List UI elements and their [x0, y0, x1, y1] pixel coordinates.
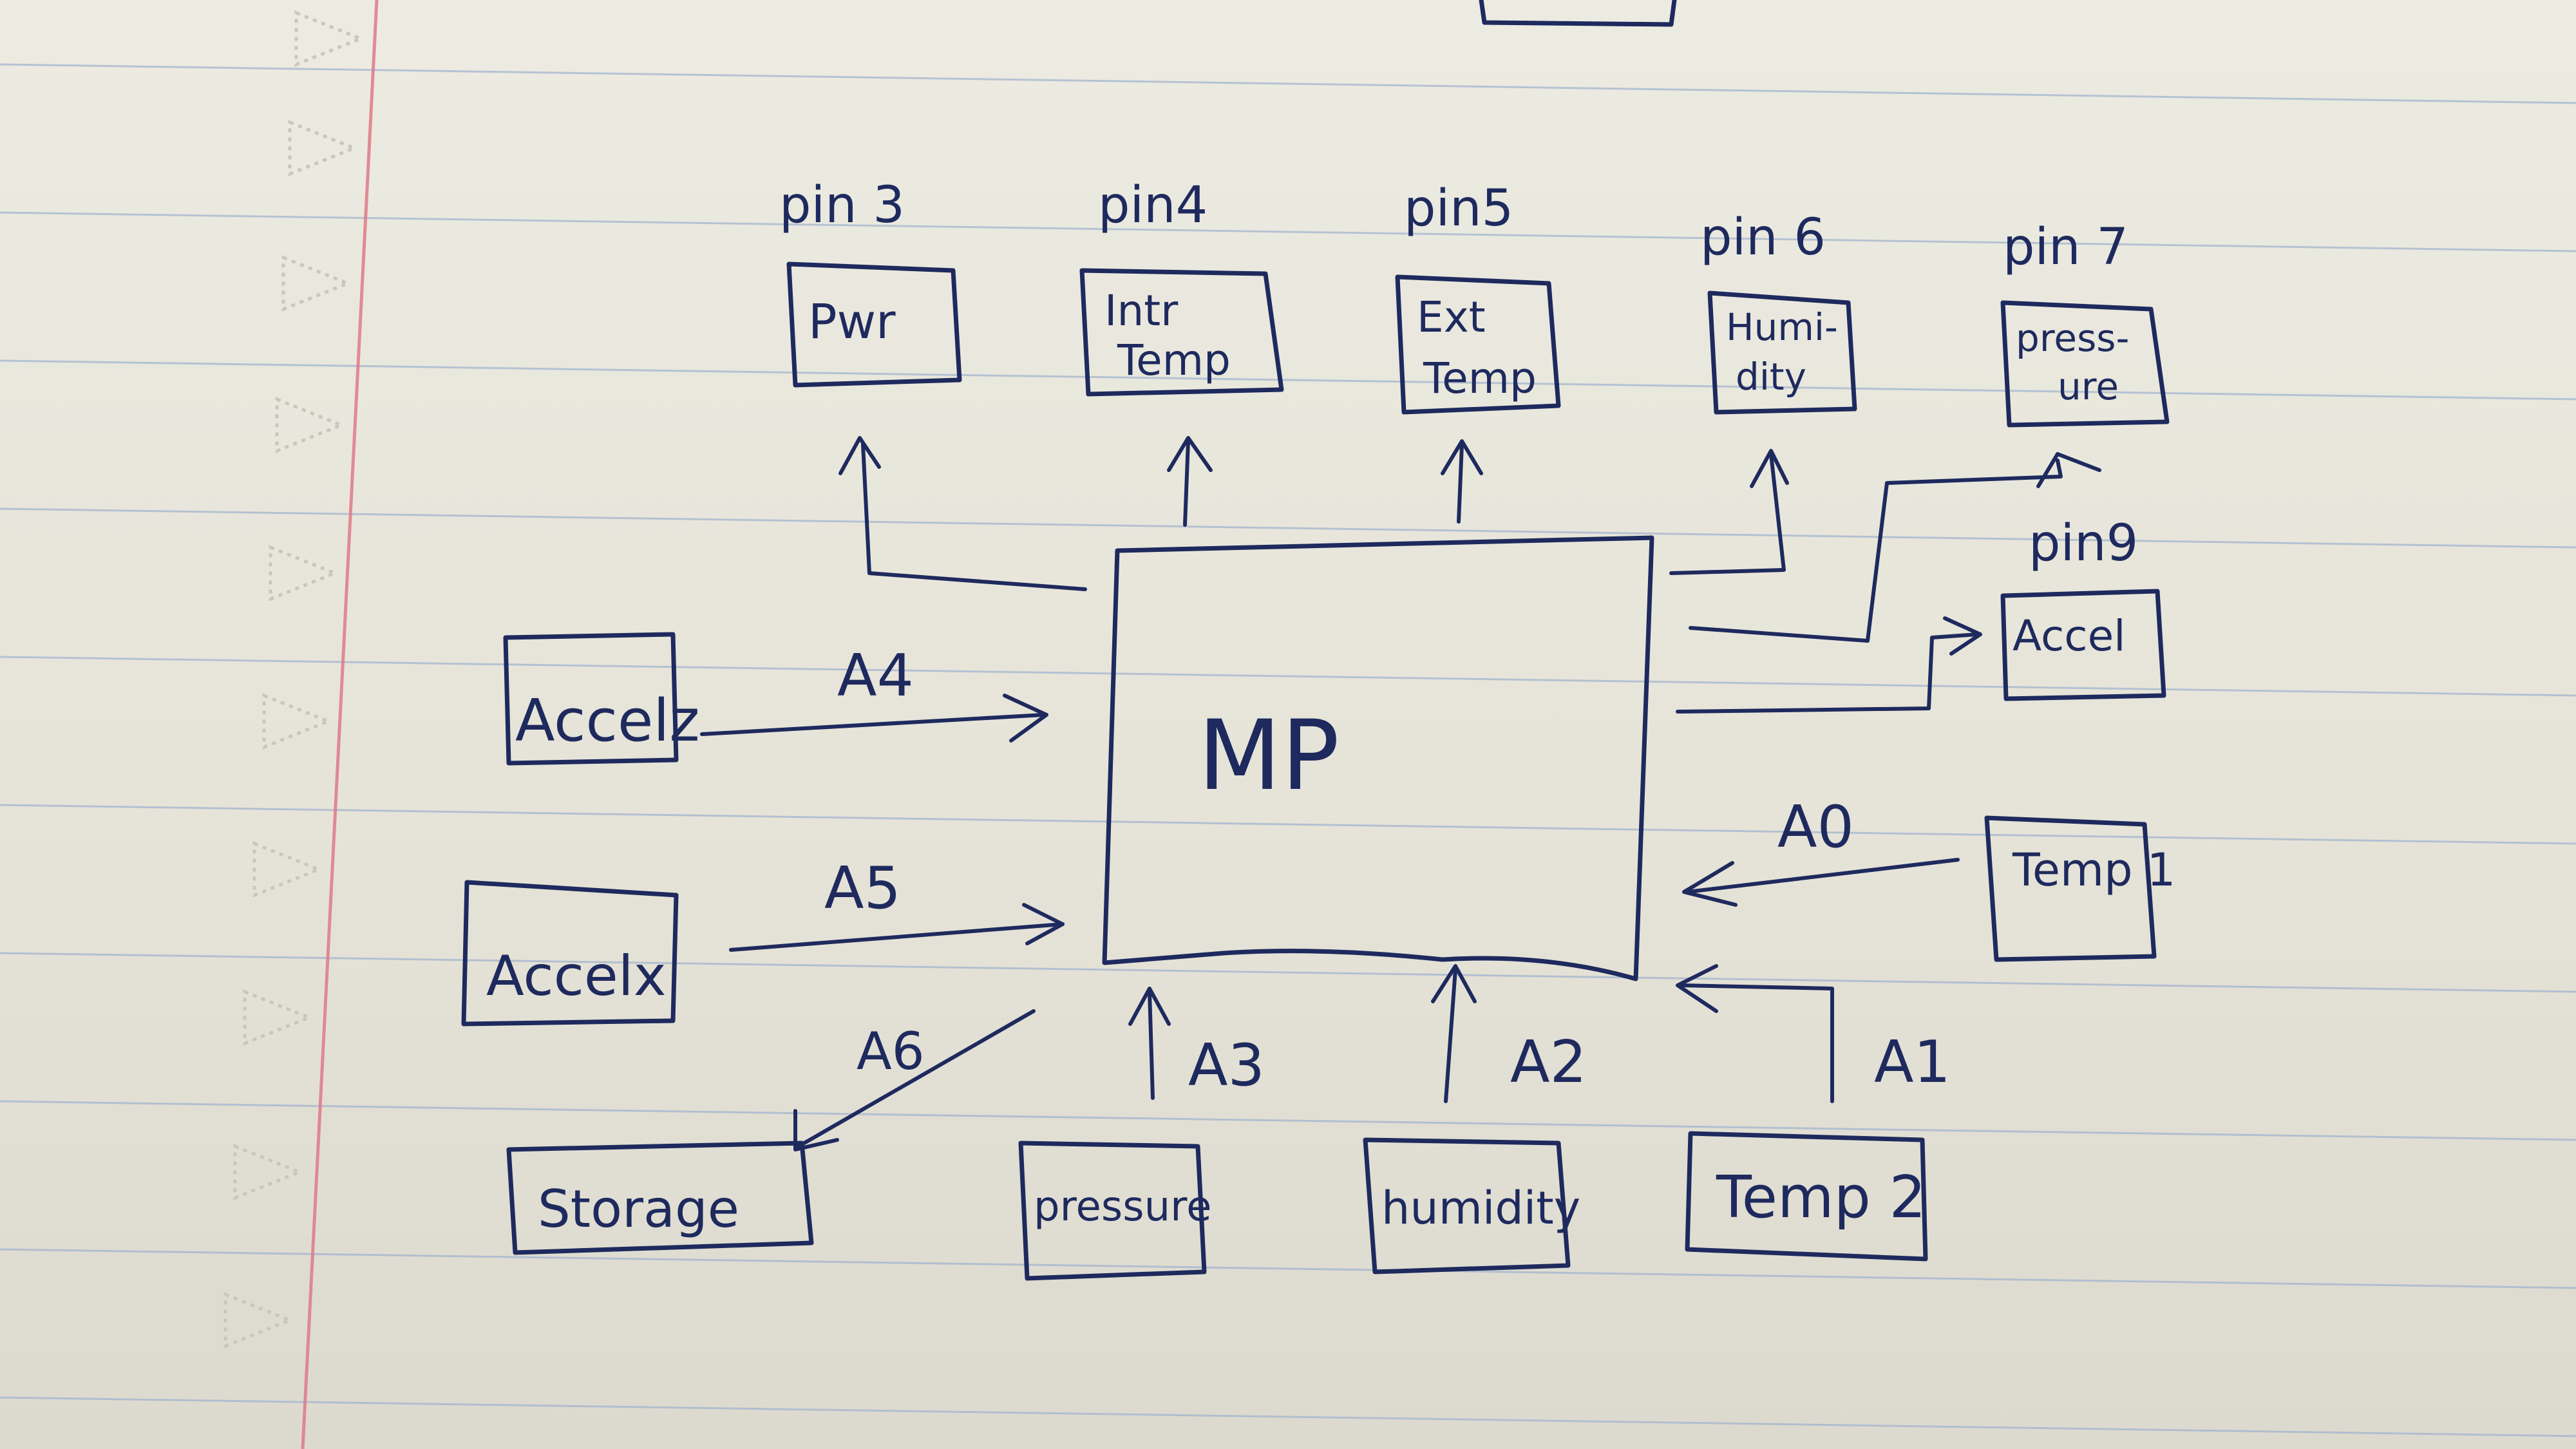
arrowhead [1003, 694, 1048, 743]
wire-accel [1676, 632, 1979, 714]
wire-temp1 [1685, 858, 1960, 894]
partial-box-top [1479, 0, 1677, 27]
channel-label: A2 [1510, 1028, 1587, 1096]
input-temp2: Temp 2 [1685, 1131, 1928, 1262]
wire-humidity [1669, 452, 1786, 575]
arrowhead [1128, 987, 1171, 1026]
pin-label: pin9 [2029, 515, 2138, 573]
input-label: humidity [1381, 1182, 1580, 1235]
input-label: Accelz [515, 687, 700, 755]
processor-label: MP [1198, 700, 1340, 812]
output-label-line1: Humi- [1726, 305, 1838, 349]
arrowhead [1676, 964, 1718, 1013]
arrowhead [1167, 436, 1213, 472]
arrowhead [1682, 861, 1738, 907]
arrowhead [2036, 452, 2101, 488]
channel-label: A6 [857, 1021, 925, 1081]
output-connections [838, 436, 2101, 714]
output-label-line1: press- [2016, 316, 2129, 360]
wire-storage [797, 1009, 1036, 1148]
arrowhead [1441, 439, 1483, 475]
pin-label: pin 3 [779, 176, 905, 234]
input-humidity: humidity [1363, 1137, 1580, 1274]
wire-pressure-in [1148, 990, 1155, 1100]
output-label-line2: ure [2058, 365, 2119, 408]
input-pressure: pressure [1018, 1141, 1211, 1281]
wire-pwr [861, 442, 1087, 591]
input-label: Storage [538, 1179, 739, 1239]
wire-ext-temp [1457, 442, 1464, 524]
channel-label: A1 [1874, 1028, 1951, 1096]
input-label: pressure [1034, 1183, 1211, 1231]
input-accelz: Accelz [503, 632, 700, 766]
output-label-line2: Temp [1117, 336, 1231, 385]
ruled-lines [0, 63, 2576, 1437]
pin-label: pin 6 [1700, 209, 1826, 267]
output-label-line1: Ext [1417, 292, 1486, 342]
wire-intr-temp [1183, 439, 1190, 527]
output-humidity: pin 6 Humi- dity [1700, 209, 1857, 415]
output-label-line2: Temp [1423, 354, 1537, 403]
input-label: Temp 2 [1716, 1164, 1926, 1231]
output-accel: pin9 Accel [2000, 515, 2166, 701]
wire-pressure [1689, 459, 2063, 643]
arrowhead [793, 1109, 839, 1151]
output-pwr: pin 3 Pwr [779, 176, 962, 388]
output-label: Accel [2012, 611, 2126, 661]
wire-accelz [700, 713, 1045, 736]
output-label-line1: Intr [1104, 286, 1179, 336]
arrowhead [1750, 449, 1789, 488]
input-label: Temp 1 [2012, 844, 2175, 896]
input-connections: A4 A5 A6 A3 A2 A1 A0 [700, 642, 1960, 1151]
output-intr-temp: pin4 Intr Temp [1079, 176, 1284, 397]
output-label-line2: dity [1736, 355, 1806, 399]
arrowhead [1022, 903, 1065, 945]
input-accelx: Accelx [461, 880, 679, 1027]
wire-humidity-in [1444, 967, 1457, 1103]
channel-label: A3 [1188, 1032, 1265, 1099]
channel-label: A5 [824, 855, 901, 922]
arrowhead [1943, 616, 1982, 656]
binder-holes [223, 10, 365, 1349]
wire-accelx [729, 922, 1065, 952]
channel-label: A4 [837, 642, 914, 710]
input-label: Accelx [486, 944, 667, 1009]
input-storage: Storage [506, 1141, 814, 1255]
channel-label: A0 [1777, 793, 1854, 861]
pin-label: pin 7 [2003, 218, 2128, 276]
processor-box: MP [1102, 535, 1654, 981]
output-ext-temp: pin5 Ext Temp [1395, 180, 1561, 415]
output-label: Pwr [808, 294, 896, 350]
arrowhead [1431, 964, 1477, 1003]
pin-label: pin4 [1098, 176, 1208, 234]
input-temp1: Temp 1 [1984, 815, 2175, 962]
margin-line [301, 0, 379, 1449]
arrowhead [838, 436, 881, 475]
pin-label: pin5 [1404, 180, 1513, 238]
output-pressure: pin 7 press- ure [2000, 218, 2170, 428]
wire-temp2 [1679, 983, 1834, 1103]
